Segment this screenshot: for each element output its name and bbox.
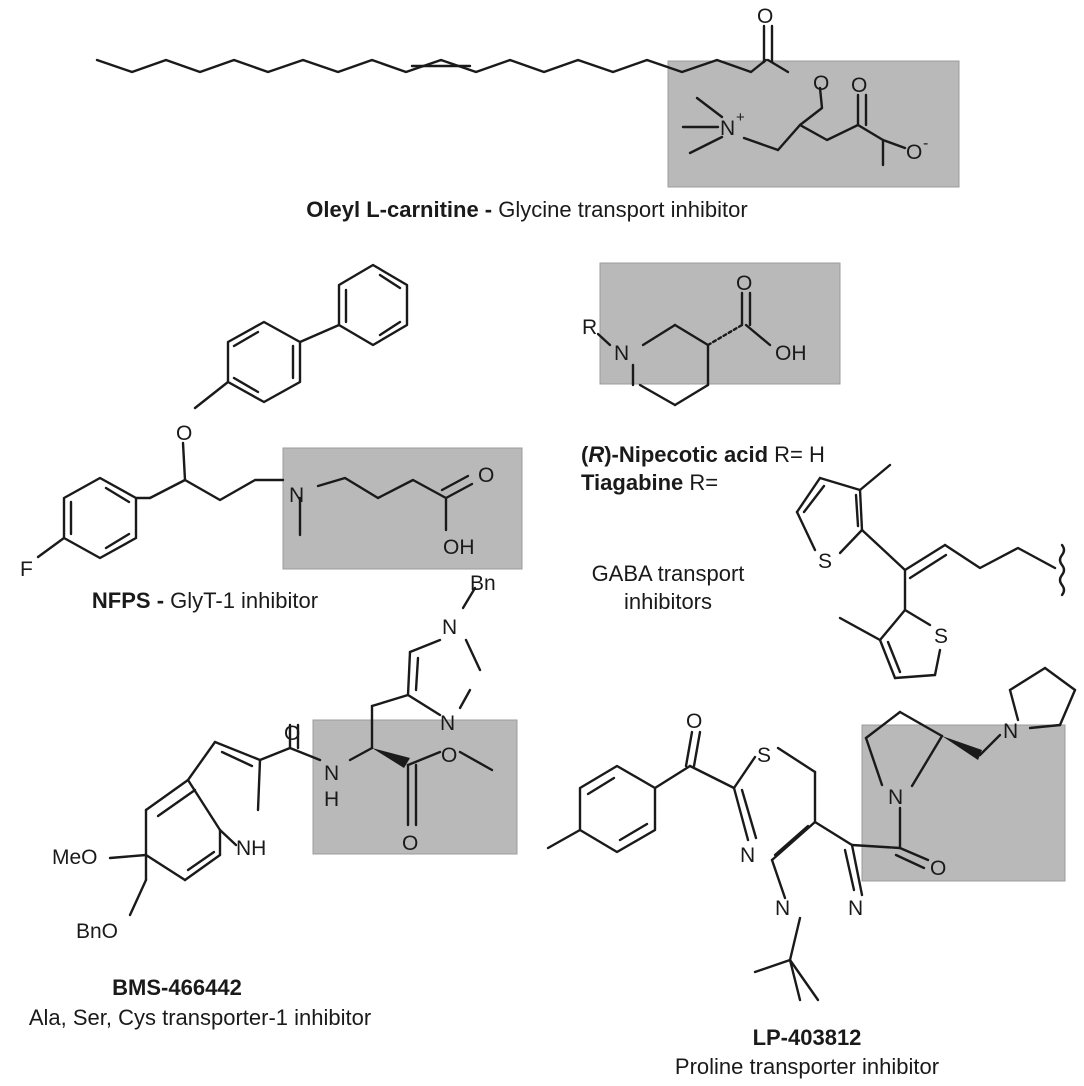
gaba-note-line1: GABA transport — [592, 561, 745, 586]
bms-o-amide: O — [284, 722, 300, 745]
oleyl-o-minus: O — [906, 141, 922, 164]
tiagabine-s-top: S — [818, 550, 832, 573]
lp-n1-pyrazole: N — [775, 897, 790, 920]
oleyl-carnitine-structure — [95, 24, 907, 167]
lp-s: S — [757, 744, 771, 767]
bms-description: Ala, Ser, Cys transporter-1 inhibitor — [29, 1005, 371, 1030]
bms-n-imidazole-1: N — [442, 616, 457, 639]
gaba-note-line2: inhibitors — [624, 589, 712, 614]
tiagabine-s-bottom: S — [934, 625, 948, 648]
bms-o-ester-carbonyl: O — [402, 832, 418, 855]
lp-n-proline: N — [888, 786, 903, 809]
nfps-separator: - — [151, 588, 171, 613]
nipecotic-structure — [596, 291, 772, 407]
oleyl-description: Glycine transport inhibitor — [498, 197, 747, 222]
oleyl-carnitine-highlight — [667, 60, 960, 188]
bms-benzyloxy: BnO — [76, 920, 118, 943]
oleyl-n-plus: N — [720, 117, 735, 140]
bms-indole-nh: NH — [236, 837, 266, 860]
nfps-caption: NFPS - GlyT-1 inhibitor — [92, 588, 318, 613]
oleyl-plus-charge: + — [736, 109, 745, 126]
nipecotic-oh: OH — [775, 342, 807, 365]
nfps-n: N — [289, 484, 304, 507]
oleyl-name: Oleyl L-carnitine — [306, 197, 478, 222]
lp-o-ketone: O — [686, 710, 702, 733]
bms-n-imidazole-3: N — [440, 712, 455, 735]
nipecotic-r: R — [582, 316, 597, 339]
tiagabine-r-label: R= — [683, 470, 718, 495]
lp-description: Proline transporter inhibitor — [675, 1054, 939, 1079]
lp-name: LP-403812 — [753, 1025, 862, 1050]
tiagabine-caption: Tiagabine R= — [581, 470, 718, 495]
nipecotic-highlight — [599, 262, 841, 385]
bms-name: BMS-466442 — [112, 975, 242, 1000]
lp-structure — [546, 666, 1077, 1002]
oleyl-caption: Oleyl L-carnitine - Glycine transport in… — [306, 197, 747, 222]
bms-h-amide: H — [324, 788, 339, 811]
lp-n-thiazole: N — [740, 844, 755, 867]
oleyl-o-carbonyl: O — [757, 5, 773, 28]
nipecotic-caption: (R)-Nipecotic acid R= H — [581, 442, 825, 467]
lp-n2-pyrazole: N — [848, 897, 863, 920]
lp-o-amide: O — [930, 857, 946, 880]
nipecotic-name: )-Nipecotic acid — [604, 442, 768, 467]
bms-n-amide: N — [324, 762, 339, 785]
oleyl-o-ester: O — [813, 72, 829, 95]
tiagabine-name: Tiagabine — [581, 470, 683, 495]
bms-methoxy: MeO — [52, 846, 98, 869]
lp-n-pyrrolidine: N — [1003, 720, 1018, 743]
oleyl-minus-charge: - — [923, 135, 928, 152]
oleyl-separator: - — [479, 197, 499, 222]
nfps-fluorine: F — [20, 558, 33, 581]
nfps-o-ether: O — [176, 422, 192, 445]
nfps-o-carbonyl: O — [478, 464, 494, 487]
bms-structure — [108, 586, 494, 917]
nfps-name: NFPS — [92, 588, 151, 613]
bms-o-ester-single: O — [441, 744, 457, 767]
nfps-structure — [36, 263, 474, 560]
oleyl-o-acid: O — [851, 74, 867, 97]
bms-bn: Bn — [470, 572, 496, 595]
nfps-sarcosine-highlight — [282, 447, 523, 570]
nipecotic-o-carbonyl: O — [736, 272, 752, 295]
nipecotic-stereo: R — [588, 442, 604, 467]
nfps-oh: OH — [443, 536, 475, 559]
nipecotic-n: N — [614, 342, 629, 365]
nfps-description: GlyT-1 inhibitor — [170, 588, 318, 613]
nipecotic-r-value: R= H — [768, 442, 825, 467]
nipecotic-paren-open: ( — [581, 442, 589, 467]
tiagabine-structure — [795, 463, 1066, 680]
